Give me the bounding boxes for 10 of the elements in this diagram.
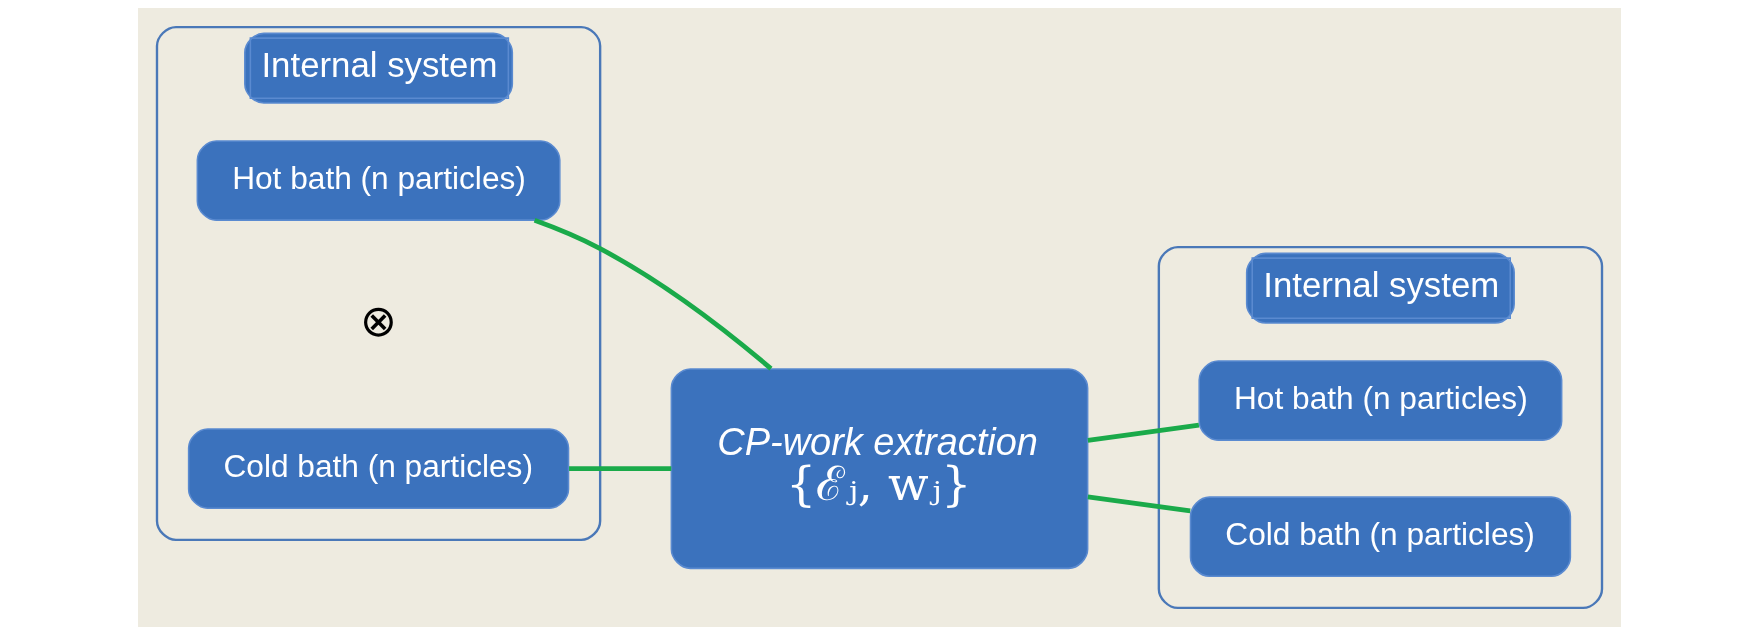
node-box: Hot bath (n particles) [196, 140, 561, 221]
connector [533, 218, 772, 371]
connector [568, 466, 671, 472]
node-box: CP-work extraction {ℰⱼ, wⱼ} [670, 368, 1088, 570]
node-box: Cold bath (n particles) [1189, 496, 1571, 578]
node-box: Hot bath (n particles) [1197, 360, 1562, 441]
connector [1087, 422, 1199, 443]
label: ⊗ [359, 295, 397, 345]
node-box: Cold bath (n particles) [187, 428, 569, 509]
connector [1087, 494, 1191, 514]
